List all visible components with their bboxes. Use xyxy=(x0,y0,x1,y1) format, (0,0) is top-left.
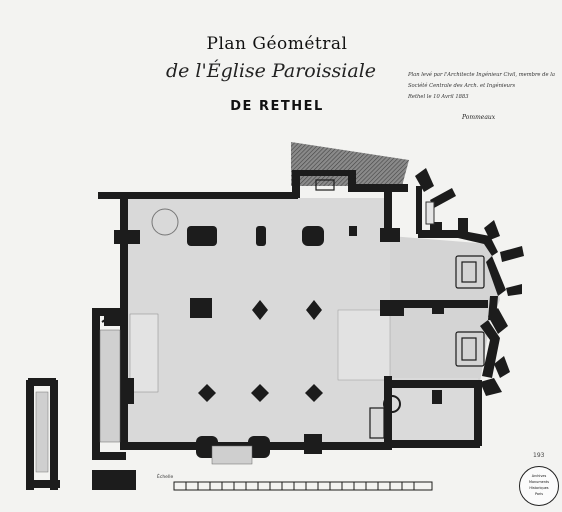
piers xyxy=(108,218,468,458)
west-apse-curve xyxy=(101,316,125,327)
scale-label: Échelle xyxy=(157,475,174,480)
stamp-line-3: Historiques xyxy=(529,486,549,490)
title-line-2: de l'Église Paroissiale xyxy=(165,60,377,82)
west-porch-floor xyxy=(129,313,159,393)
choir-floor xyxy=(390,236,500,382)
chapel-niche xyxy=(369,407,385,439)
buttresses xyxy=(415,168,524,396)
archive-stamp: Archives Monuments Historiques Paris xyxy=(519,466,559,506)
stamp-line-4: Paris xyxy=(534,492,544,496)
altars xyxy=(315,179,485,367)
author-note-line-2: Société Centrale des Arch. et Ingénieurs xyxy=(408,83,516,89)
page-number: 193 xyxy=(533,452,545,459)
author-note: Plan levé par l'Architecte Ingénieur Civ… xyxy=(408,70,558,103)
stamp-line-2: Monuments xyxy=(529,480,549,484)
annex-panel xyxy=(99,329,121,443)
stair-circle xyxy=(383,395,401,413)
entry-steps xyxy=(211,445,253,465)
title-line-1: Plan Géométral xyxy=(206,34,348,54)
title-line-3: DE RETHEL xyxy=(230,99,324,114)
north-chapel-window xyxy=(425,201,435,225)
font-circle xyxy=(151,208,179,236)
author-note-line-1: Plan levé par l'Architecte Ingénieur Civ… xyxy=(408,72,555,78)
signature: Pommeaux xyxy=(462,114,496,121)
author-note-line-3: Rethel le 10 Avril 1883 xyxy=(408,94,469,100)
stamp-line-1: Archives xyxy=(531,474,547,478)
scale-bar xyxy=(173,481,433,491)
chapel-floor xyxy=(390,378,478,442)
tower-panels xyxy=(35,391,49,473)
nave-center-panel xyxy=(337,309,391,381)
